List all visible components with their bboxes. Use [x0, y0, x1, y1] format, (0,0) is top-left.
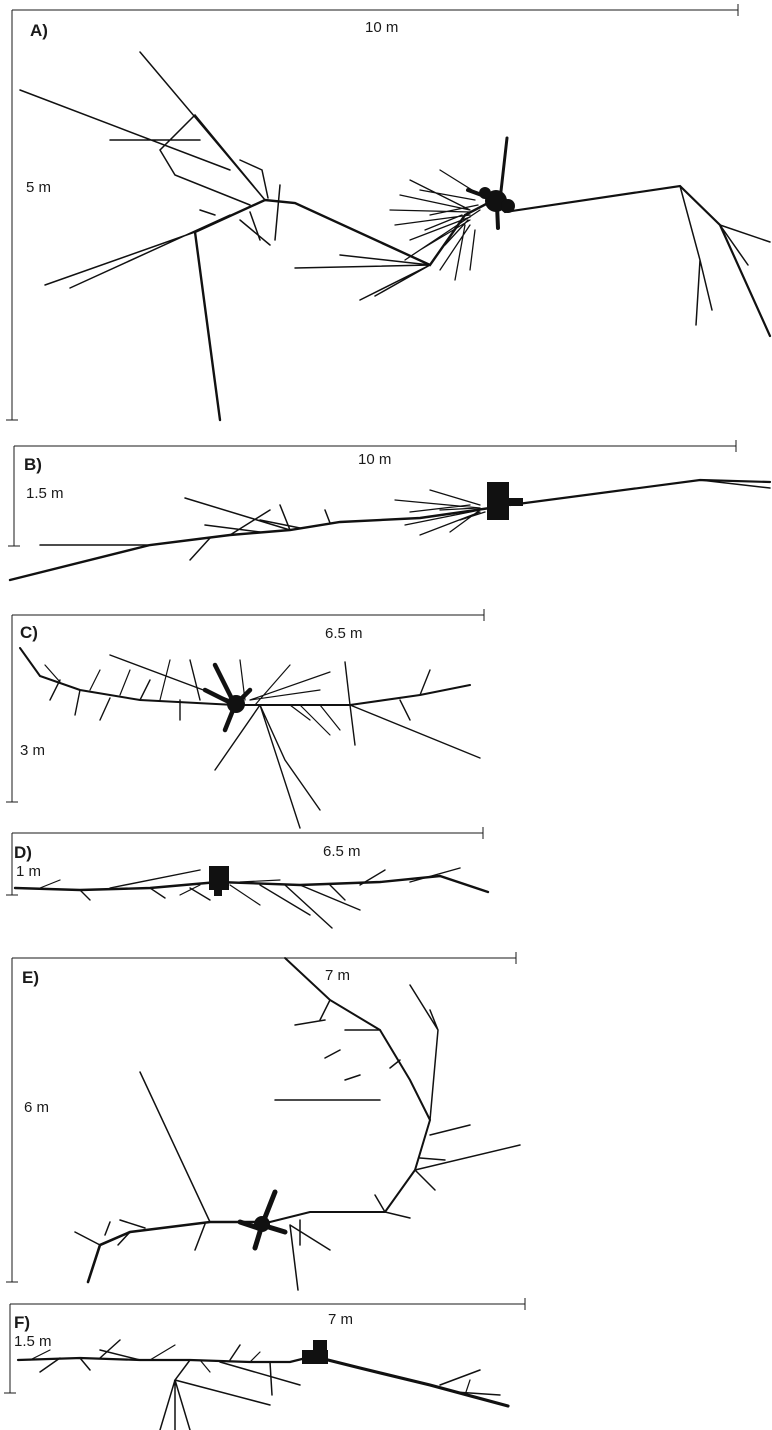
panel-a-root-system	[20, 52, 770, 420]
panel-f-root-system	[18, 1340, 508, 1430]
panel-b-label: B)	[24, 455, 42, 474]
panel-d-horizontal-scale-label: 6.5 m	[323, 843, 361, 860]
panel-a-vertical-scale-label: 5 m	[26, 179, 51, 196]
panel-b-vertical-scale-label: 1.5 m	[26, 485, 64, 502]
panel-a-stump	[479, 187, 515, 213]
panel-e-root-system	[75, 958, 520, 1290]
panel-b-horizontal-scale-label: 10 m	[358, 451, 391, 468]
panel-c: C) 6.5 m 3 m	[6, 609, 484, 828]
panel-d-label: D)	[14, 843, 32, 862]
panel-b-vertical-scale-bar	[8, 446, 20, 546]
panel-d-root-system	[15, 868, 488, 928]
panel-b: B) 10 m 1.5 m	[8, 440, 770, 580]
panel-a-horizontal-scale-label: 10 m	[365, 19, 398, 36]
panel-e-horizontal-scale-bar	[12, 952, 516, 964]
panel-e-horizontal-scale-label: 7 m	[325, 967, 350, 984]
panel-c-label: C)	[20, 623, 38, 642]
panel-e-vertical-scale-label: 6 m	[24, 1099, 49, 1116]
panel-a-label: A)	[30, 21, 48, 40]
panel-c-root-system	[20, 648, 480, 828]
panel-e-vertical-scale-bar	[6, 958, 18, 1282]
panel-f-label: F)	[14, 1313, 30, 1332]
panel-e-label: E)	[22, 968, 39, 987]
panel-c-vertical-scale-bar	[6, 615, 18, 802]
panel-f-horizontal-scale-bar	[10, 1298, 525, 1310]
panel-d-stump	[209, 866, 229, 896]
panel-d-horizontal-scale-bar	[12, 827, 483, 839]
panel-c-horizontal-scale-bar	[12, 609, 484, 621]
panel-c-stump	[227, 695, 245, 713]
panel-b-stump	[487, 482, 523, 520]
panel-d-scale-bars	[6, 827, 483, 895]
panel-c-horizontal-scale-label: 6.5 m	[325, 625, 363, 642]
panel-d: D) 6.5 m 1 m	[6, 827, 488, 928]
panel-d-vertical-scale-label: 1 m	[16, 863, 41, 880]
panel-e-stump	[254, 1216, 270, 1232]
panel-f: F) 7 m 1.5 m	[4, 1298, 525, 1430]
panel-f-stump	[302, 1340, 328, 1364]
panel-f-vertical-scale-label: 1.5 m	[14, 1333, 52, 1350]
panel-a-vertical-scale-bar	[6, 10, 18, 420]
panel-a: A) 10 m 5 m	[6, 4, 770, 420]
panel-f-horizontal-scale-label: 7 m	[328, 1311, 353, 1328]
panel-f-scale-bars	[4, 1298, 525, 1393]
panel-a-scale-bars	[6, 4, 738, 420]
panel-c-vertical-scale-label: 3 m	[20, 742, 45, 759]
panel-e: E) 7 m 6 m	[6, 952, 520, 1290]
panel-a-horizontal-scale-bar	[12, 4, 738, 16]
panel-b-root-system	[10, 480, 770, 580]
